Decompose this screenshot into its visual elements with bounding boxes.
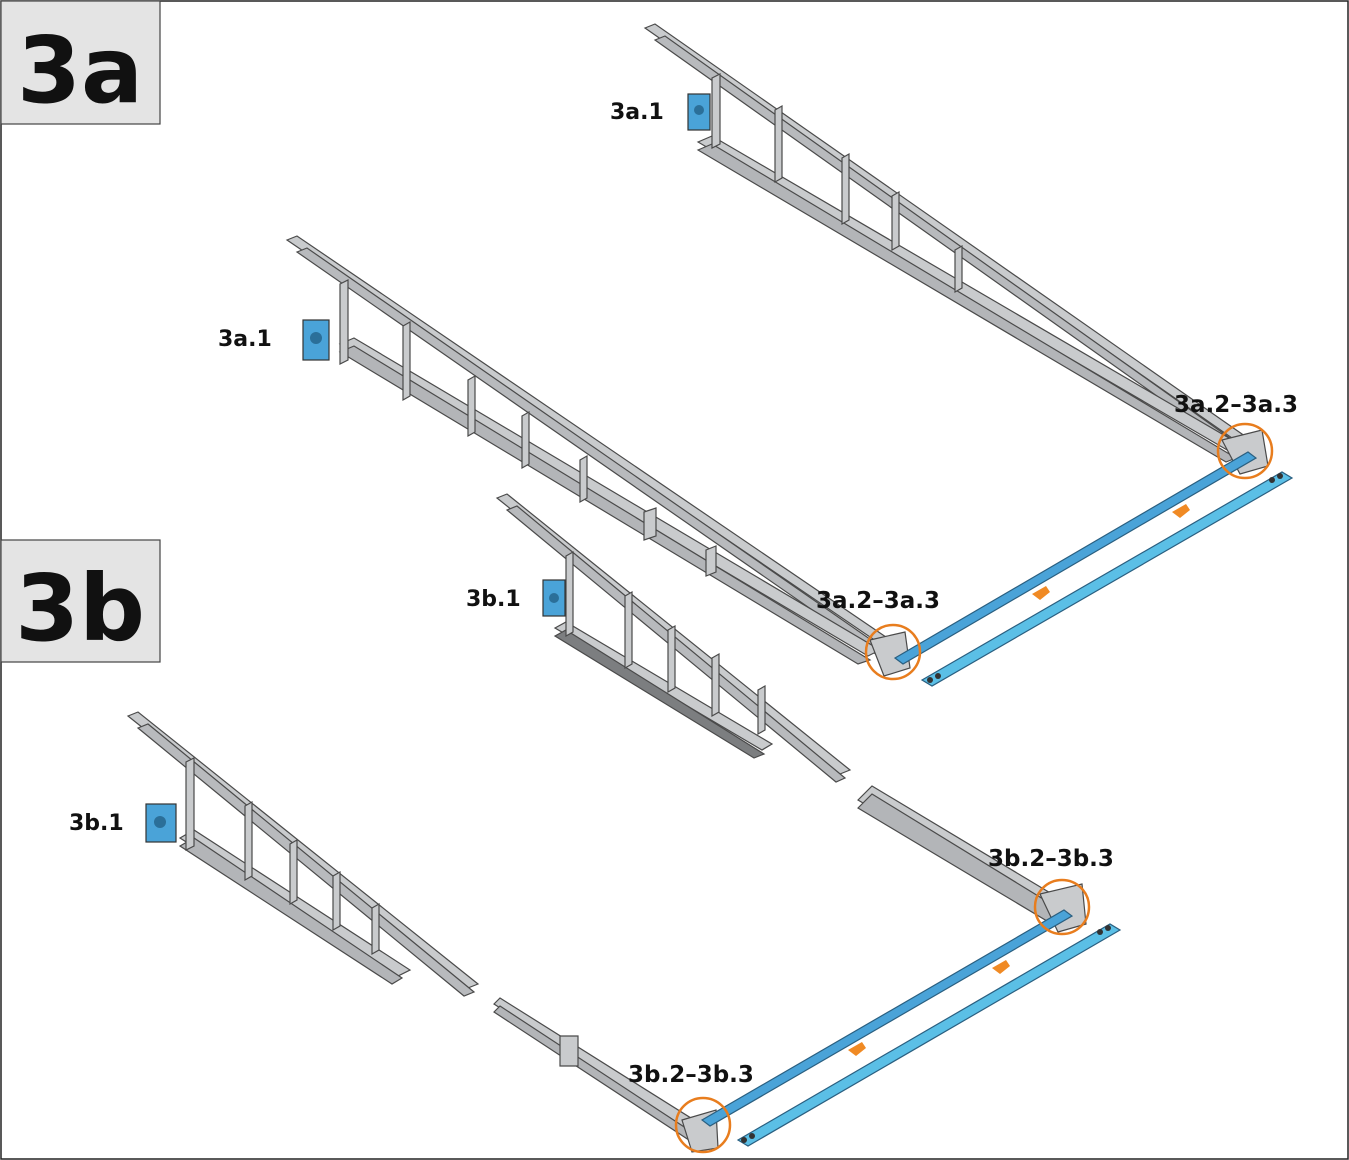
arrow-3b-2	[992, 960, 1010, 974]
step-tab-3b: 3b	[0, 539, 161, 663]
cross-rail-3a	[893, 451, 1258, 665]
callout-3a-right	[1216, 422, 1274, 480]
callout-3a-left	[864, 623, 922, 681]
label-3b1-left: 3b.1	[69, 811, 124, 836]
bracket-hole	[154, 816, 166, 828]
frame-3b-top	[495, 493, 1087, 933]
frame-3a-left	[285, 235, 911, 677]
side-rail-3b	[736, 923, 1122, 1147]
step-3b-label: 3b	[15, 555, 145, 662]
cross-rail-3b	[700, 909, 1074, 1127]
callout-3b-left	[674, 1096, 732, 1154]
arrow-3b-1	[848, 1042, 866, 1056]
side-rail-3a	[920, 471, 1294, 687]
step-3a-label: 3a	[17, 17, 143, 124]
arrow-3a-2	[1172, 504, 1190, 518]
callout-3b-right	[1033, 878, 1091, 936]
bracket-hole	[694, 105, 704, 115]
step-tab-3a: 3a	[0, 0, 161, 125]
label-3a1-top: 3a.1	[610, 100, 664, 125]
label-3a1-left: 3a.1	[218, 327, 272, 352]
label-3b23-left: 3b.2–3b.3	[628, 1062, 754, 1088]
frame-3a-right	[643, 23, 1269, 475]
label-3a23-right: 3a.2–3a.3	[1174, 392, 1298, 418]
label-3b1-top: 3b.1	[466, 587, 521, 612]
bracket-hole	[310, 332, 322, 344]
bracket-hole	[549, 593, 559, 603]
frame-3b-left	[126, 711, 719, 1153]
label-3b23-right: 3b.2–3b.3	[988, 846, 1114, 872]
label-3a23-left: 3a.2–3a.3	[816, 588, 940, 614]
arrow-3a-1	[1032, 586, 1050, 600]
